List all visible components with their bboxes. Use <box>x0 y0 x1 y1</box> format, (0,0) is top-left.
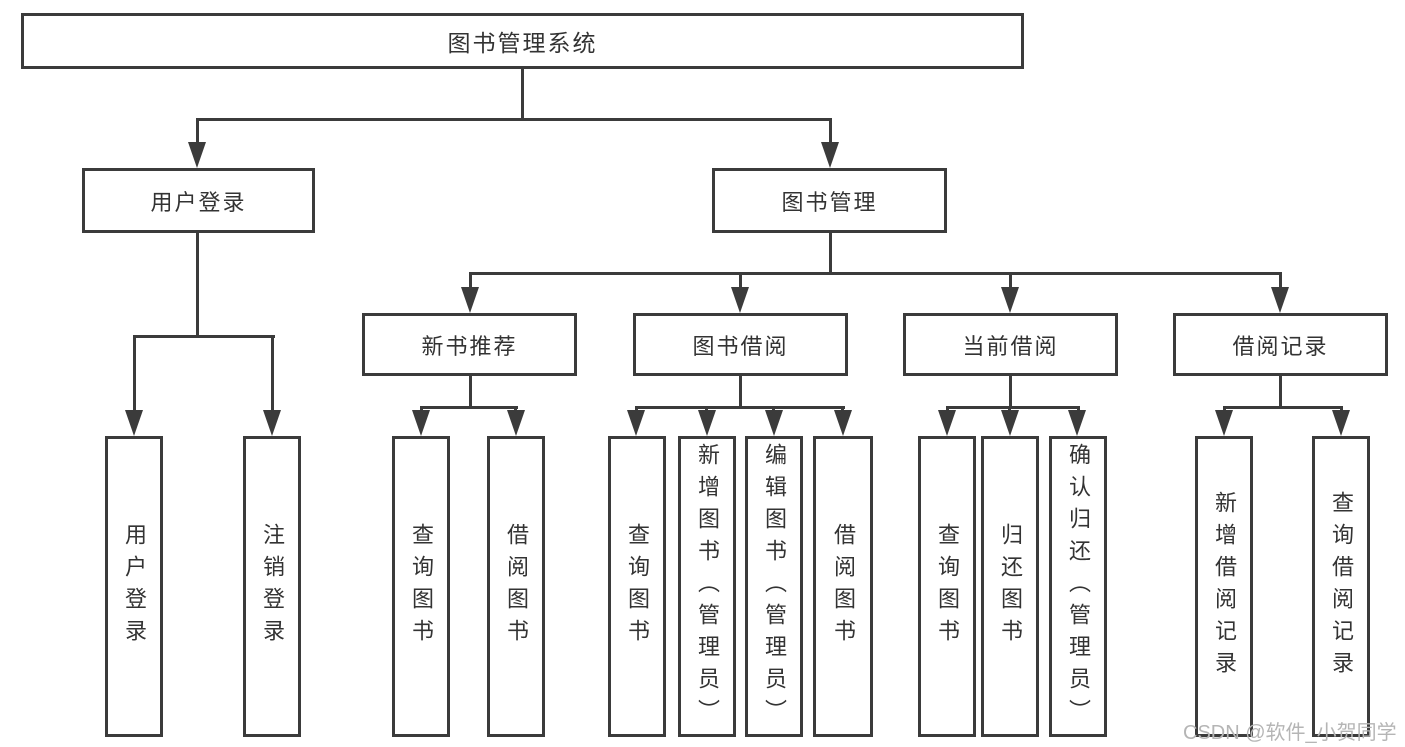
arrow-to-logout-leaf <box>263 410 281 436</box>
node-library-system: 图书管理系统 <box>21 13 1024 69</box>
node-leaf-return-books: 归还图书 <box>981 436 1039 737</box>
node-leaf-confirm-return-admin: 确认归还（管理员） <box>1049 436 1107 737</box>
node-leaf-user-login: 用户登录 <box>105 436 163 737</box>
connector-bookborrow-stem <box>739 376 742 408</box>
node-current-borrow: 当前借阅 <box>903 313 1118 376</box>
arrow-to-borrow-records <box>1271 287 1289 313</box>
node-leaf-add-books-admin: 新增图书（管理员） <box>678 436 736 737</box>
connector-bookborrow-hbar <box>635 406 845 409</box>
node-leaf-query-books-2-label: 查询图书 <box>625 522 650 651</box>
arrow-to-user-login <box>188 142 206 168</box>
node-leaf-edit-books-admin: 编辑图书（管理员） <box>745 436 803 737</box>
connector-userlogin-hbar <box>133 335 275 338</box>
connector-bookmgmt-hbar <box>469 272 1282 275</box>
node-book-borrow-label: 图书借阅 <box>692 333 789 359</box>
node-leaf-logout-label: 注销登录 <box>260 522 285 651</box>
connector-root-drop-right <box>829 120 832 148</box>
node-leaf-query-books-3: 查询图书 <box>918 436 976 737</box>
arrow-to-current-borrow <box>1001 287 1019 313</box>
connector-recommend-hbar <box>420 406 518 409</box>
node-leaf-add-books-admin-label: 新增图书（管理员） <box>695 442 720 731</box>
node-leaf-user-login-label: 用户登录 <box>122 522 147 651</box>
node-leaf-add-borrow-record: 新增借阅记录 <box>1195 436 1253 737</box>
node-new-book-recommend-label: 新书推荐 <box>421 333 518 359</box>
arrow-to-query-borrow-record <box>1332 410 1350 436</box>
arrow-to-book-borrow <box>731 287 749 313</box>
node-leaf-add-borrow-record-label: 新增借阅记录 <box>1212 490 1237 683</box>
node-leaf-borrow-books-1: 借阅图书 <box>487 436 545 737</box>
arrow-to-borrow-books-1 <box>507 410 525 436</box>
connector-currentborrow-hbar <box>946 406 1080 409</box>
node-book-management-label: 图书管理 <box>781 189 878 215</box>
connector-root-stem <box>521 69 524 118</box>
connector-bookmgmt-drop-2 <box>739 274 742 290</box>
node-leaf-logout: 注销登录 <box>243 436 301 737</box>
connector-root-hbar <box>196 118 832 121</box>
connector-recommend-stem <box>469 376 472 408</box>
node-user-login-label: 用户登录 <box>150 189 247 215</box>
csdn-watermark: CSDN @软件_小贺同学 <box>1183 722 1397 744</box>
connector-records-hbar <box>1223 406 1343 409</box>
node-leaf-edit-books-admin-label: 编辑图书（管理员） <box>762 442 787 731</box>
arrow-to-return-books <box>1001 410 1019 436</box>
connector-userlogin-drop-right <box>271 337 274 415</box>
node-leaf-query-books-3-label: 查询图书 <box>935 522 960 651</box>
node-current-borrow-label: 当前借阅 <box>962 333 1059 359</box>
connector-root-drop-left <box>196 120 199 148</box>
arrow-to-query-books-1 <box>412 410 430 436</box>
node-leaf-borrow-books-1-label: 借阅图书 <box>504 522 529 651</box>
arrow-to-login-leaf <box>125 410 143 436</box>
connector-bookmgmt-drop-3 <box>1009 274 1012 290</box>
node-leaf-query-books-2: 查询图书 <box>608 436 666 737</box>
node-leaf-borrow-books-2-label: 借阅图书 <box>831 522 856 651</box>
arrow-to-query-books-2 <box>627 410 645 436</box>
connector-userlogin-drop-left <box>133 337 136 415</box>
node-book-borrow: 图书借阅 <box>633 313 848 376</box>
arrow-to-query-books-3 <box>938 410 956 436</box>
arrow-to-book-management <box>821 142 839 168</box>
node-leaf-query-borrow-record-label: 查询借阅记录 <box>1329 490 1354 683</box>
arrow-to-add-borrow-record <box>1215 410 1233 436</box>
connector-currentborrow-stem <box>1009 376 1012 408</box>
node-user-login: 用户登录 <box>82 168 315 233</box>
node-library-system-label: 图书管理系统 <box>447 30 598 56</box>
node-borrow-records: 借阅记录 <box>1173 313 1388 376</box>
arrow-to-new-book-recommend <box>461 287 479 313</box>
connector-userlogin-stem <box>196 233 199 338</box>
arrow-to-add-books <box>698 410 716 436</box>
node-leaf-query-borrow-record: 查询借阅记录 <box>1312 436 1370 737</box>
node-book-management: 图书管理 <box>712 168 947 233</box>
node-new-book-recommend: 新书推荐 <box>362 313 577 376</box>
node-leaf-return-books-label: 归还图书 <box>998 522 1023 651</box>
arrow-to-confirm-return <box>1068 410 1086 436</box>
node-borrow-records-label: 借阅记录 <box>1232 333 1329 359</box>
connector-bookmgmt-drop-1 <box>469 274 472 290</box>
connector-records-stem <box>1279 376 1282 408</box>
arrow-to-borrow-books-2 <box>834 410 852 436</box>
arrow-to-edit-books <box>765 410 783 436</box>
node-leaf-query-books-1-label: 查询图书 <box>409 522 434 651</box>
node-leaf-confirm-return-admin-label: 确认归还（管理员） <box>1066 442 1091 731</box>
node-leaf-borrow-books-2: 借阅图书 <box>813 436 873 737</box>
connector-bookmgmt-stem <box>829 233 832 275</box>
node-leaf-query-books-1: 查询图书 <box>392 436 450 737</box>
connector-bookmgmt-drop-4 <box>1279 274 1282 290</box>
